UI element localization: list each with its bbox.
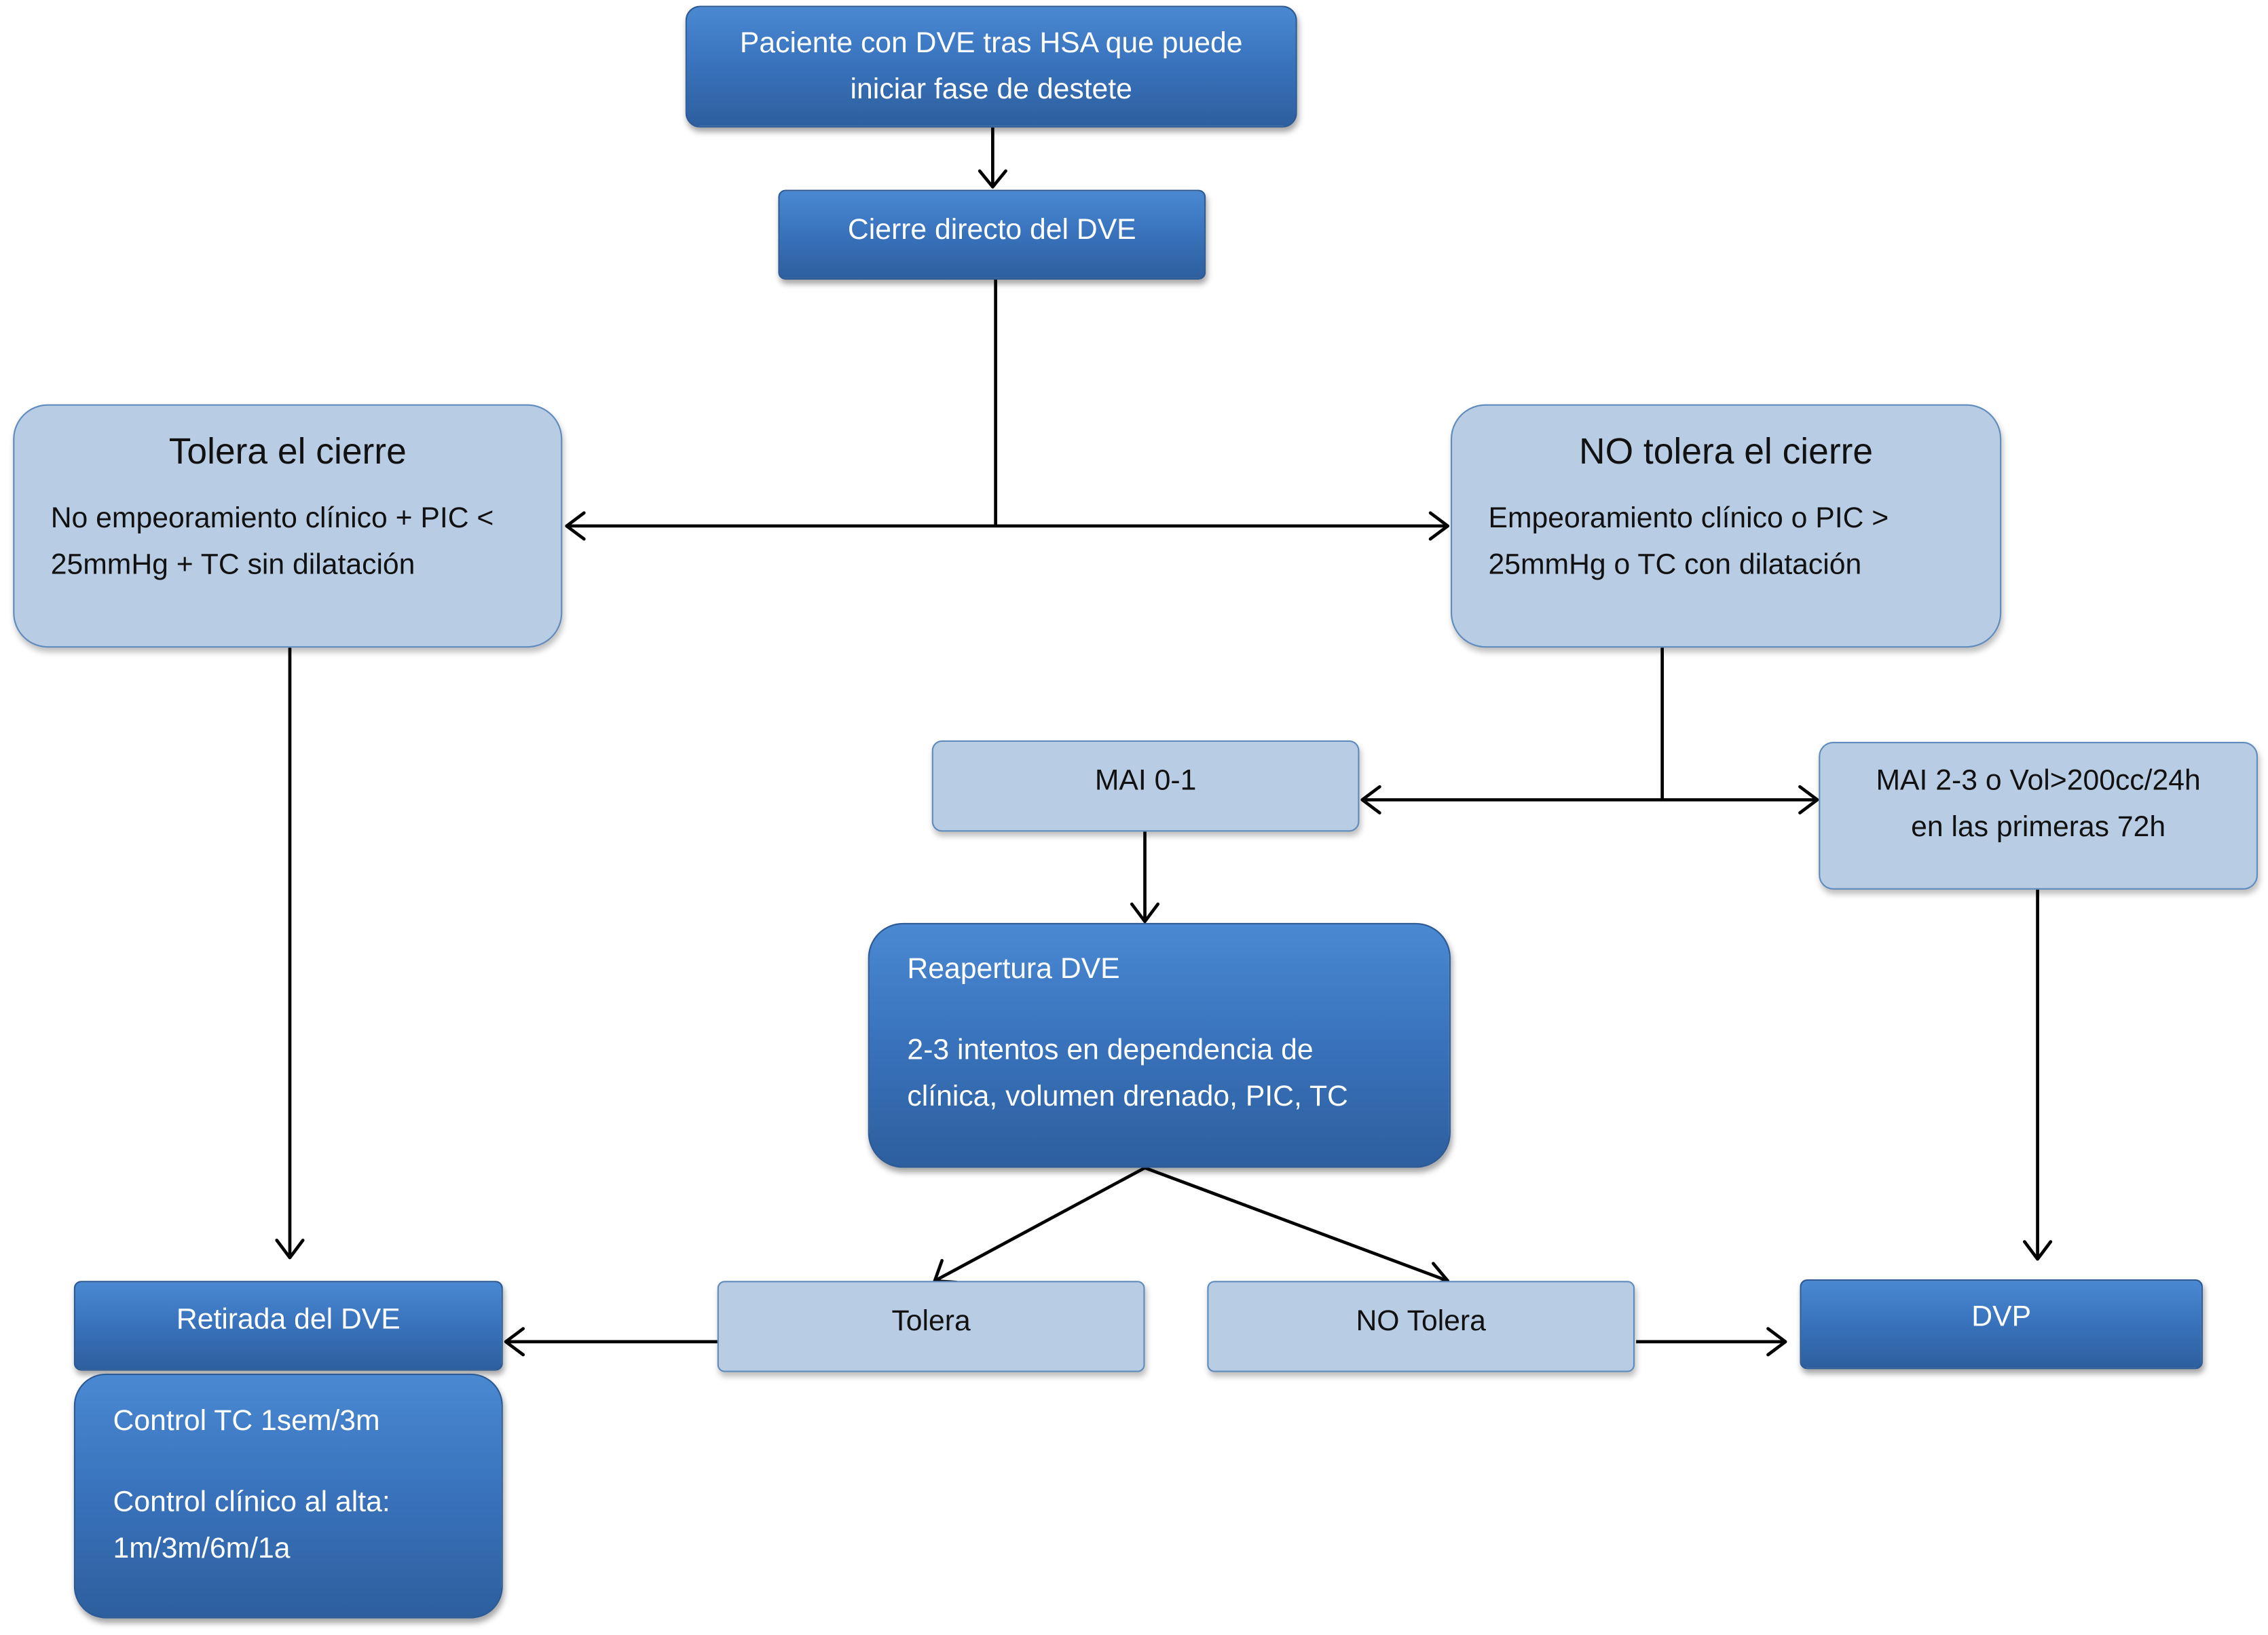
dvp-node: DVP: [1800, 1279, 2203, 1370]
connector-reopen-to-no-tolera: [1144, 1166, 1449, 1283]
closure-node: Cierre directo del DVE: [778, 189, 1206, 280]
arrowhead: [1798, 785, 1819, 814]
arrowhead: [1130, 902, 1160, 924]
arrowhead: [1360, 785, 1381, 814]
arrowhead: [565, 511, 586, 541]
removal-label: Retirada del DVE: [176, 1304, 401, 1336]
tolerates-node: Tolera el cierre No empeoramiento clínic…: [13, 404, 563, 648]
reopen-node: Reapertura DVE 2-3 intentos en dependenc…: [868, 922, 1451, 1168]
mai-low-label: MAI 0-1: [1094, 765, 1197, 797]
tolerates-criteria-line-1: No empeoramiento clínico + PIC <: [50, 502, 494, 535]
reopen-detail-line-2: clínica, volumen drenado, PIC, TC: [907, 1080, 1348, 1113]
tolerates-title: Tolera el cierre: [168, 432, 407, 472]
mai-high-line-2: en las primeras 72h: [1911, 811, 2166, 844]
not-tolerates-node: NO tolera el cierre Empeoramiento clínic…: [1450, 404, 2002, 648]
followup-line-1: Control TC 1sem/3m: [113, 1405, 380, 1437]
not-tolerates-criteria-line-2: 25mmHg o TC con dilatación: [1488, 549, 1862, 582]
start-node-line-2: iniciar fase de destete: [850, 73, 1132, 106]
mai-high-line-1: MAI 2-3 o Vol>200cc/24h: [1876, 765, 2201, 797]
followup-node: Control TC 1sem/3m Control clínico al al…: [73, 1373, 503, 1619]
arrowhead: [2023, 1240, 2053, 1261]
not-tolerates-title: NO tolera el cierre: [1579, 432, 1874, 472]
closure-node-label: Cierre directo del DVE: [847, 214, 1136, 246]
connector-reopen-to-tolera: [933, 1166, 1146, 1283]
arrowhead: [978, 169, 1007, 189]
tolerates-criteria-line-2: 25mmHg + TC sin dilatación: [50, 549, 415, 582]
tolera-label: Tolera: [891, 1305, 971, 1338]
removal-node: Retirada del DVE: [73, 1281, 503, 1371]
arrowhead: [275, 1239, 305, 1260]
not-tolerates-criteria-line-1: Empeoramiento clínico o PIC >: [1488, 502, 1889, 535]
dvp-label: DVP: [1971, 1301, 2032, 1334]
start-node-line-1: Paciente con DVE tras HSA que puede: [739, 27, 1243, 60]
followup-line-2: Control clínico al alta:: [113, 1486, 390, 1519]
arrowhead: [504, 1327, 525, 1357]
mai-low-node: MAI 0-1: [931, 740, 1360, 832]
mai-high-node: MAI 2-3 o Vol>200cc/24h en las primeras …: [1819, 742, 2258, 890]
no-tolera-node: NO Tolera: [1207, 1281, 1635, 1372]
arrowhead: [1766, 1327, 1787, 1357]
reopen-title: Reapertura DVE: [907, 953, 1120, 985]
reopen-detail-line-1: 2-3 intentos en dependencia de: [907, 1034, 1314, 1067]
tolera-node: Tolera: [717, 1281, 1145, 1372]
no-tolera-label: NO Tolera: [1356, 1305, 1486, 1338]
start-node: Paciente con DVE tras HSA que puede inic…: [685, 5, 1297, 128]
arrowhead: [1428, 511, 1450, 541]
followup-line-3: 1m/3m/6m/1a: [113, 1533, 291, 1565]
